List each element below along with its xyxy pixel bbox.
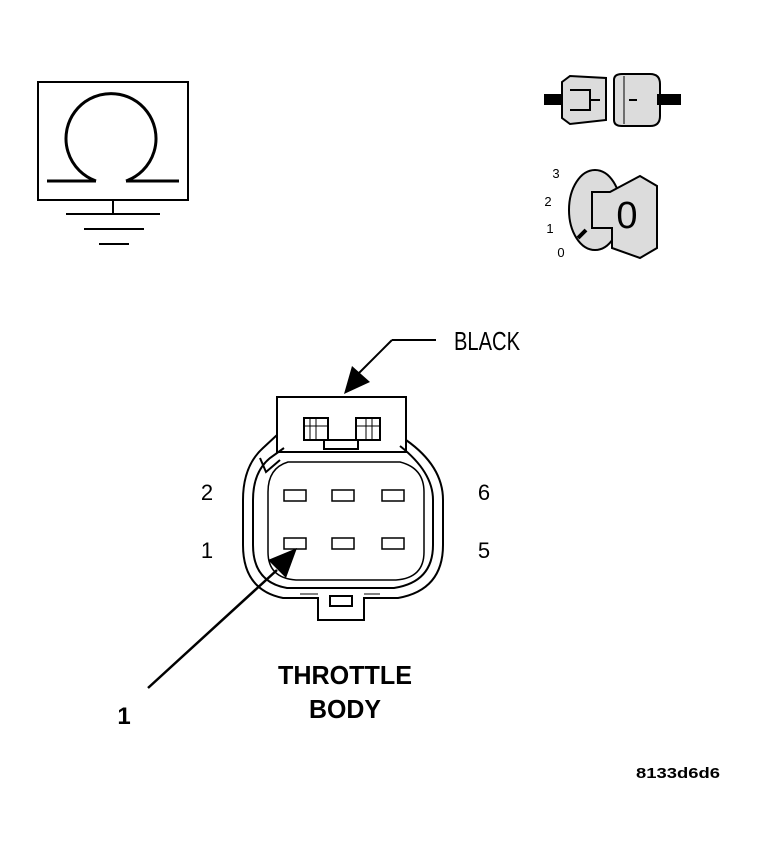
ignition-key-off-icon: 3 2 1 0 0	[544, 166, 658, 260]
figure-code: 8133d6d6	[636, 765, 720, 782]
key-position-2: 2	[544, 194, 551, 209]
connector-disconnected-icon	[544, 73, 681, 127]
connector-name-line1: THROTTLE	[278, 660, 412, 690]
cavity-3	[331, 537, 355, 550]
callout-leader	[147, 569, 278, 689]
callout-arrowhead	[268, 548, 297, 578]
pin-label-5: 5	[478, 538, 490, 563]
key-glyph: 0	[616, 195, 637, 237]
throttle-body-connector	[242, 396, 444, 621]
cavity-6	[381, 489, 405, 502]
key-position-1: 1	[546, 221, 553, 236]
color-arrowhead	[344, 366, 370, 394]
key-position-0: 0	[557, 245, 564, 260]
pin-label-1: 1	[201, 538, 213, 563]
pin-label-2: 2	[201, 480, 213, 505]
cavity-1	[283, 537, 307, 550]
ohmmeter-ground-icon	[37, 81, 189, 245]
connector-latches	[303, 417, 381, 450]
pin-label-6: 6	[478, 480, 490, 505]
connector-color-label: BLACK	[454, 326, 521, 356]
color-leader	[357, 339, 436, 375]
key-position-3: 3	[552, 166, 559, 181]
cavity-5	[381, 537, 405, 550]
connector-name-line2: BODY	[309, 694, 381, 724]
callout-number: 1	[117, 703, 130, 730]
terminal-cavities	[283, 489, 405, 550]
cavity-4	[331, 489, 355, 502]
cavity-2	[283, 489, 307, 502]
